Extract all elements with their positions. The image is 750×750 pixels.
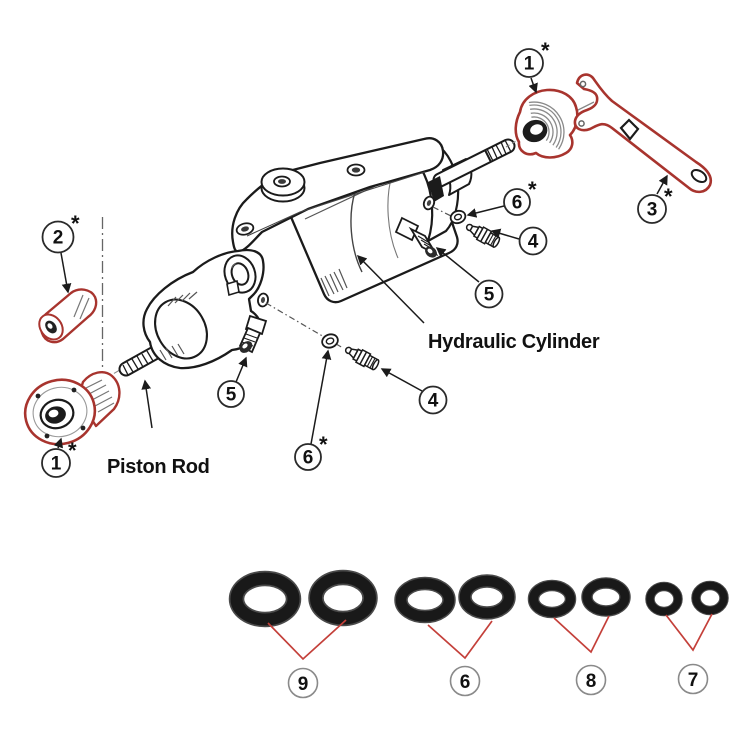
bleed-fitting-bottom xyxy=(344,346,380,371)
hydraulic-cylinder-label: Hydraulic Cylinder xyxy=(428,331,600,353)
callout-5-top: 5 xyxy=(435,247,504,309)
callout-asterisk: * xyxy=(528,177,537,202)
oring-group-number: 7 xyxy=(688,670,699,691)
callout-number: 1 xyxy=(524,54,535,75)
callout-1-left: 1 * xyxy=(41,437,77,478)
callout-number: 5 xyxy=(484,285,495,306)
oring-pair-7: 7 xyxy=(645,580,729,695)
callout-number: 3 xyxy=(647,200,658,221)
callout-asterisk: * xyxy=(319,432,328,457)
callout-number: 2 xyxy=(53,228,64,249)
bleed-fitting-top xyxy=(465,223,501,248)
callout-number: 4 xyxy=(428,391,439,412)
callout-2-bushing: 2 * xyxy=(41,211,80,294)
callout-4-top: 4 xyxy=(490,226,548,256)
callout-number: 4 xyxy=(528,232,539,253)
wrench-pin-hole-2 xyxy=(578,120,585,127)
oring-group-number: 6 xyxy=(460,672,471,693)
gland-boss-threads xyxy=(85,379,115,413)
callout-1-top: 1 * xyxy=(514,38,550,94)
barrel-thread-hatch xyxy=(320,268,348,297)
callout-asterisk: * xyxy=(71,211,80,236)
callout-asterisk: * xyxy=(664,184,673,209)
washer-top xyxy=(449,209,467,225)
callout-3-wrench: 3 * xyxy=(637,174,673,224)
rod-bushing xyxy=(38,288,98,344)
callout-6-bottom: 6 * xyxy=(294,349,332,471)
wrench-square-hole xyxy=(619,118,640,141)
piston-rod-top xyxy=(432,138,516,188)
rod-clevis-end xyxy=(142,248,265,370)
oring-group-number: 9 xyxy=(298,674,309,695)
gland-thread-arcs xyxy=(528,101,565,150)
flanged-gland xyxy=(23,370,121,446)
bracket-hole-3 xyxy=(235,222,255,236)
spanner-wrench xyxy=(573,73,713,194)
clevis-notch xyxy=(226,279,240,297)
callout-number: 6 xyxy=(303,448,314,469)
bracket-shadow-wedge xyxy=(428,176,444,202)
callout-4-bottom: 4 xyxy=(380,368,448,415)
label-piston-rod: Piston Rod xyxy=(107,379,210,478)
wrench-pin-hole-1 xyxy=(579,80,587,88)
oring-pair-6: 6 xyxy=(394,574,516,697)
callout-asterisk: * xyxy=(541,38,550,63)
bleed-port-holes xyxy=(257,195,466,349)
wrench-hang-hole xyxy=(690,168,708,184)
callout-number: 6 xyxy=(512,193,523,214)
label-hydraulic-cylinder: Hydraulic Cylinder xyxy=(356,254,600,353)
piston-rod-label: Piston Rod xyxy=(107,456,210,478)
bracket-boss xyxy=(260,167,306,203)
callout-number: 1 xyxy=(51,454,62,475)
clevis-bore xyxy=(154,298,208,360)
oring-pair-8: 8 xyxy=(527,577,631,696)
callout-asterisk: * xyxy=(68,438,77,463)
seal-gland-top xyxy=(505,88,595,159)
oring-pair-9: 9 xyxy=(228,569,378,699)
bracket-hole-2 xyxy=(346,163,366,177)
callout-5-bottom: 5 xyxy=(217,356,248,408)
port-fitting-bottom xyxy=(238,314,268,354)
oring-group-number: 8 xyxy=(586,671,597,692)
rod-thread-hatch-top xyxy=(484,139,512,163)
washer-bottom xyxy=(321,333,339,349)
clevis-bore-threads xyxy=(159,291,198,361)
callout-number: 5 xyxy=(226,385,237,406)
callout-6-top: 6 * xyxy=(466,177,537,218)
